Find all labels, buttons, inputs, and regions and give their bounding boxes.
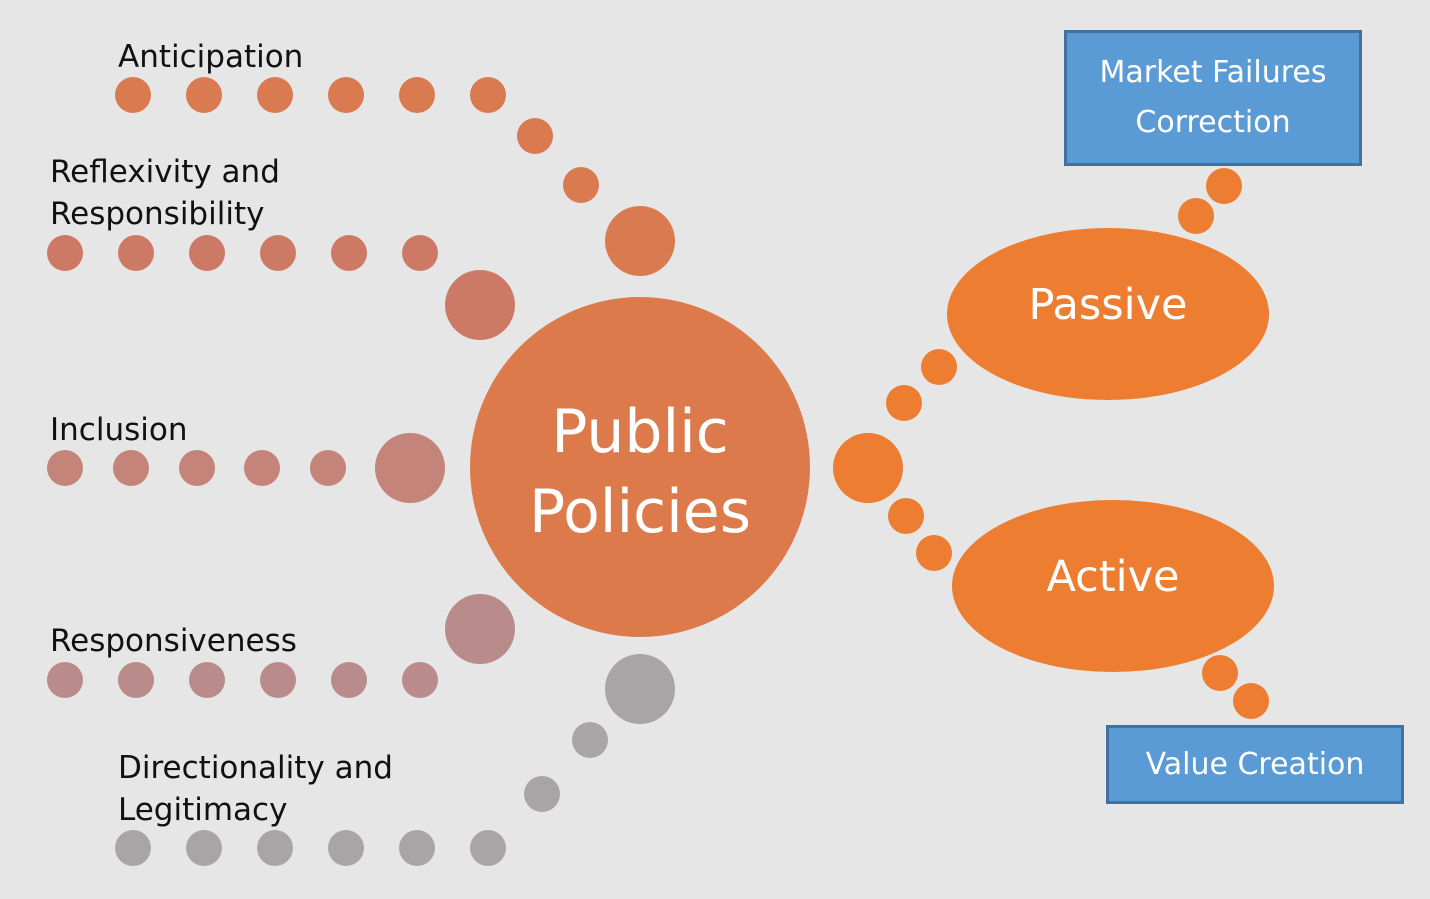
connector-dot bbox=[921, 349, 957, 385]
public-policies-node bbox=[470, 297, 810, 637]
connector-dot bbox=[331, 235, 367, 271]
dimension-label-responsiveness: Responsiveness bbox=[50, 623, 297, 659]
connector-dot bbox=[257, 77, 293, 113]
connector-dot bbox=[524, 776, 560, 812]
connector-dot bbox=[179, 450, 215, 486]
market-failures-correction-box: Market Failures Correction bbox=[1064, 30, 1362, 166]
connector-dot bbox=[886, 385, 922, 421]
dots-responsiveness bbox=[47, 594, 515, 698]
dimension-label-inclusion: Inclusion bbox=[50, 412, 188, 448]
dots-approaches bbox=[833, 168, 1269, 719]
connector-dot bbox=[115, 830, 151, 866]
connector-dot bbox=[445, 594, 515, 664]
connector-dot bbox=[186, 77, 222, 113]
connector-dot bbox=[1202, 655, 1238, 691]
connector-dot bbox=[310, 450, 346, 486]
connector-dot bbox=[375, 433, 445, 503]
dimension-label-anticipation: Anticipation bbox=[118, 39, 304, 75]
connector-dot bbox=[517, 118, 553, 154]
connector-dot bbox=[1206, 168, 1242, 204]
active-node bbox=[952, 500, 1274, 672]
connector-dot bbox=[118, 662, 154, 698]
connector-dot bbox=[1178, 198, 1214, 234]
connector-dot bbox=[572, 722, 608, 758]
connector-dot bbox=[186, 830, 222, 866]
connector-dot bbox=[399, 830, 435, 866]
connector-dot bbox=[1233, 683, 1269, 719]
dots-directionality bbox=[115, 654, 675, 866]
connector-dot bbox=[402, 235, 438, 271]
dots-inclusion bbox=[47, 433, 445, 503]
connector-dot bbox=[328, 830, 364, 866]
dimension-label-directionality: Directionality and Legitimacy bbox=[118, 750, 393, 828]
public-policies-label: Public Policies bbox=[529, 397, 751, 547]
connector-dot bbox=[189, 662, 225, 698]
connector-dot bbox=[563, 167, 599, 203]
connector-dot bbox=[399, 77, 435, 113]
connector-dot bbox=[47, 235, 83, 271]
connector-dot bbox=[113, 450, 149, 486]
connector-dot bbox=[257, 830, 293, 866]
connector-dot bbox=[260, 662, 296, 698]
dots-reflexivity bbox=[47, 235, 515, 340]
connector-dot bbox=[402, 662, 438, 698]
connector-dot bbox=[189, 235, 225, 271]
connector-dot bbox=[470, 830, 506, 866]
connector-dot bbox=[260, 235, 296, 271]
connector-dot bbox=[605, 654, 675, 724]
connector-dot bbox=[118, 235, 154, 271]
connector-dot bbox=[470, 77, 506, 113]
passive-node bbox=[947, 228, 1269, 400]
connector-dot bbox=[605, 206, 675, 276]
connector-dot bbox=[916, 535, 952, 571]
connector-dot bbox=[47, 662, 83, 698]
connector-dot bbox=[833, 433, 903, 503]
connector-dot bbox=[244, 450, 280, 486]
dots-anticipation bbox=[115, 77, 675, 276]
value-creation-box: Value Creation bbox=[1106, 725, 1404, 804]
connector-dot bbox=[47, 450, 83, 486]
connector-dot bbox=[331, 662, 367, 698]
connector-dot bbox=[445, 270, 515, 340]
dimension-label-reflexivity: Reflexivity and Responsibility bbox=[50, 154, 280, 232]
active-label: Active bbox=[1046, 552, 1180, 602]
passive-label: Passive bbox=[1028, 280, 1188, 330]
connector-dot bbox=[328, 77, 364, 113]
connector-dot bbox=[115, 77, 151, 113]
connector-dot bbox=[888, 498, 924, 534]
